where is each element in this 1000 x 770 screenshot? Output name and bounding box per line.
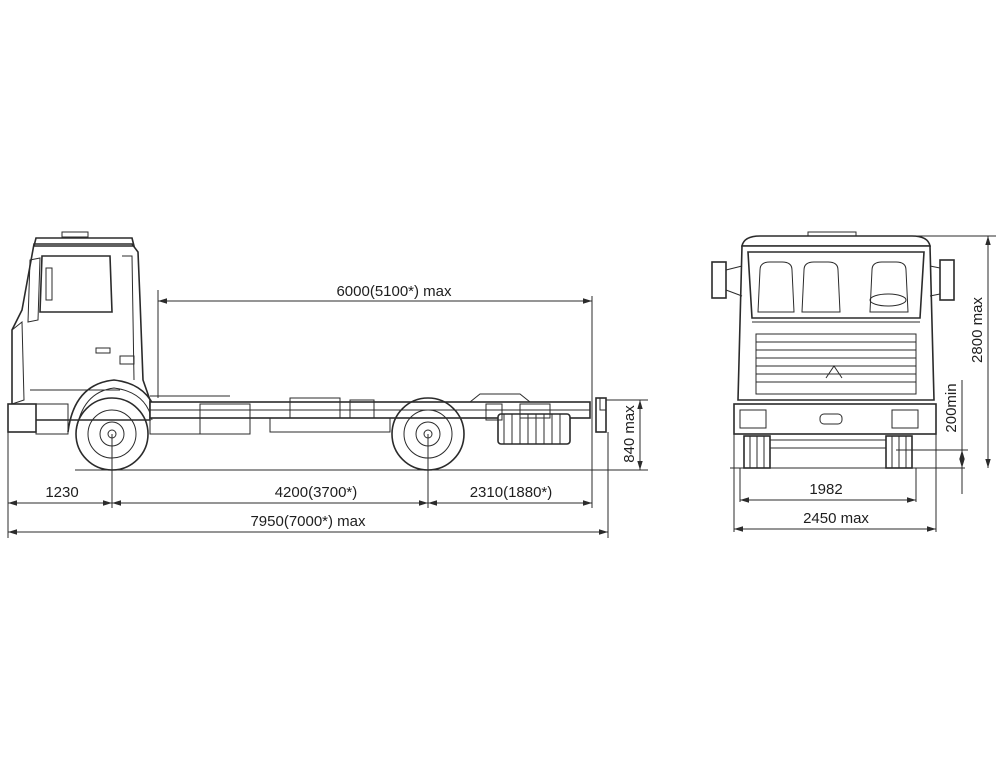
dim-label-wheelbase: 4200(3700*): [275, 484, 358, 501]
side-view-dimensions: 6000(5100*) max 1230 4200(3700*) 2310(18…: [7, 283, 648, 538]
dim-label-overall-length: 7950(7000*) max: [250, 513, 366, 530]
front-view-truck: [711, 231, 965, 469]
dim-label-overall-width: 2450 max: [803, 510, 869, 527]
side-view-truck: [7, 231, 625, 471]
dim-label-body-length: 6000(5100*) max: [336, 283, 452, 300]
dim-label-rear-overhang: 2310(1880*): [470, 484, 553, 501]
front-view-dimensions: 2800 max 200min 1982 2450 max: [733, 235, 996, 532]
dim-label-frame-height: 840 max: [621, 405, 638, 463]
dim-label-ground-clearance: 200min: [943, 383, 960, 432]
dim-label-overall-height: 2800 max: [969, 297, 986, 363]
dim-label-front-overhang: 1230: [45, 484, 78, 501]
dim-label-track-width: 1982: [809, 481, 842, 498]
